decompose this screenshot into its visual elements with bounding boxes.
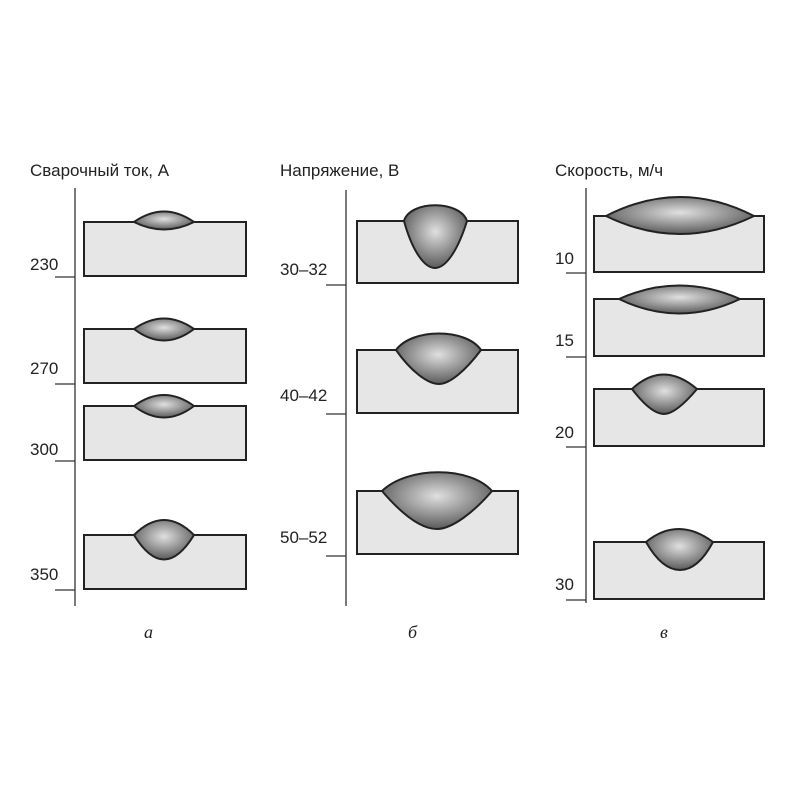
- weld-bead: [132, 210, 196, 231]
- weld-bead: [603, 196, 757, 235]
- tick-label: 270: [30, 359, 58, 378]
- tick-label: 10: [555, 249, 574, 268]
- sample-voltage-40-42: 40–42: [280, 332, 519, 415]
- weld-bead: [394, 332, 483, 386]
- weld-bead: [616, 284, 743, 315]
- tick-label: 30–32: [280, 260, 327, 279]
- tick-label: 30: [555, 575, 574, 594]
- column-current: Сварочный ток, А 230 270 300 350 а: [30, 161, 247, 642]
- panel-letter-a: а: [144, 622, 153, 642]
- weld-bead: [132, 519, 196, 561]
- sample-voltage-50-52: 50–52: [280, 471, 519, 557]
- tick-label: 15: [555, 331, 574, 350]
- sample-speed-20: 20: [555, 373, 765, 448]
- sample-voltage-30-32: 30–32: [280, 204, 519, 286]
- weld-bead: [132, 317, 196, 342]
- weld-bead: [644, 528, 715, 572]
- column-title-speed: Скорость, м/ч: [555, 161, 663, 180]
- base-plate: [83, 221, 247, 277]
- sample-current-300: 300: [30, 394, 247, 462]
- sample-current-230: 230: [30, 210, 247, 278]
- sample-current-350: 350: [30, 519, 247, 591]
- weld-bead: [132, 394, 196, 419]
- sample-speed-10: 10: [555, 196, 765, 274]
- sample-speed-15: 15: [555, 284, 765, 358]
- weld-bead: [630, 373, 699, 416]
- tick-label: 300: [30, 440, 58, 459]
- tick-label: 350: [30, 565, 58, 584]
- tick-label: 50–52: [280, 528, 327, 547]
- panel-letter-b: б: [408, 622, 418, 642]
- column-title-current: Сварочный ток, А: [30, 161, 170, 180]
- sample-current-270: 270: [30, 317, 247, 385]
- sample-speed-30: 30: [555, 528, 765, 601]
- column-voltage: Напряжение, В 30–32 40–42 50–52 б: [280, 161, 519, 642]
- weld-bead: [380, 471, 494, 531]
- column-title-voltage: Напряжение, В: [280, 161, 399, 180]
- tick-label: 40–42: [280, 386, 327, 405]
- column-speed: Скорость, м/ч 10 15 20 30 в: [555, 161, 765, 642]
- tick-label: 20: [555, 423, 574, 442]
- panel-letter-v: в: [660, 622, 668, 642]
- tick-label: 230: [30, 255, 58, 274]
- weld-bead: [402, 204, 469, 270]
